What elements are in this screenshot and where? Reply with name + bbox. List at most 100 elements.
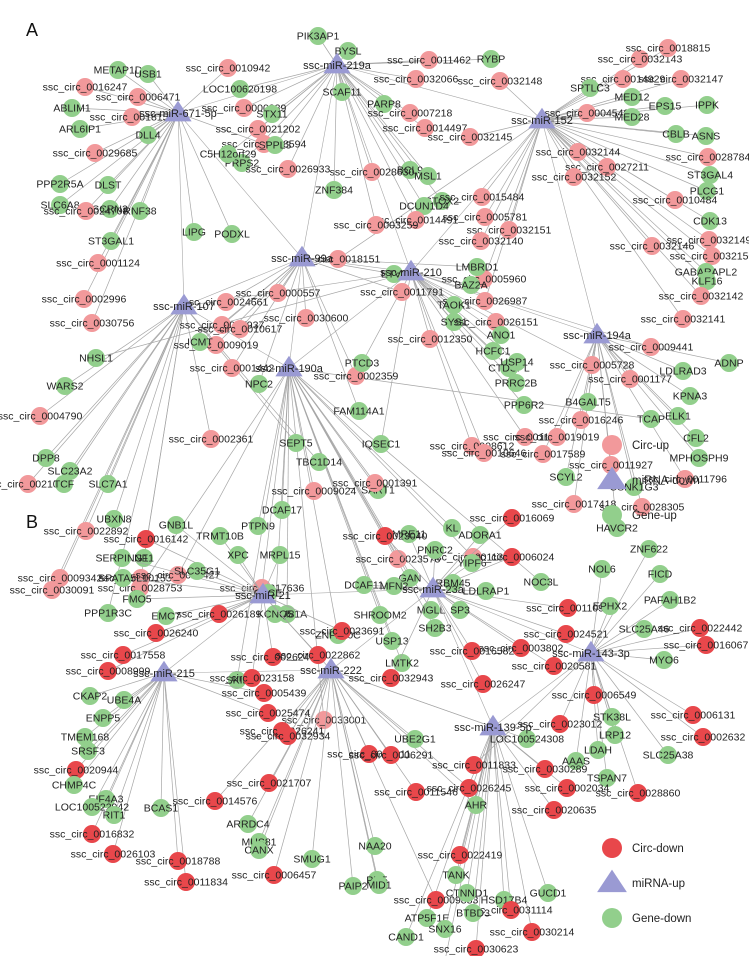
gene-node[interactable]: BTBD3 xyxy=(456,904,490,922)
circ-node[interactable]: ssc_circ_0026933 xyxy=(246,160,331,178)
circ-node[interactable]: ssc_circ_0014491 xyxy=(374,211,459,229)
circ-node[interactable]: ssc_circ_0010617 xyxy=(198,320,283,338)
gene-node[interactable]: TRMT10B xyxy=(196,527,244,545)
mirna-hub[interactable]: ssc-miR-671-5p xyxy=(139,100,217,122)
circ-node[interactable]: ssc_circ_0030756 xyxy=(50,314,135,332)
gene-node[interactable]: MID1 xyxy=(366,876,392,894)
circ-node[interactable]: ssc_circ_0007218 xyxy=(368,104,453,122)
gene-node[interactable]: PPP6R2 xyxy=(504,396,544,414)
gene-node[interactable]: PTCD3 xyxy=(345,354,380,372)
circ-node[interactable]: ssc_circ_0014497 xyxy=(383,119,468,137)
gene-node[interactable]: WARS2 xyxy=(47,377,84,395)
gene-node[interactable]: PAFAH1B2 xyxy=(644,591,696,609)
gene-node[interactable]: USB1 xyxy=(134,65,162,83)
circ-node[interactable]: ssc_circ_0011834 xyxy=(144,873,228,891)
circ-node[interactable]: ssc_circ_0018815 xyxy=(626,39,711,57)
gene-node[interactable]: SH2B3 xyxy=(418,619,452,637)
gene-node[interactable]: STOX2 xyxy=(425,192,459,210)
gene-node[interactable]: ABLIM1 xyxy=(53,99,91,117)
gene-node[interactable]: GAN xyxy=(399,569,422,587)
circ-node[interactable]: ssc_circ_0021086 xyxy=(0,475,70,493)
gene-node[interactable]: GUCD1 xyxy=(530,884,567,902)
gene-node[interactable]: NAA20 xyxy=(358,837,392,855)
circ-node[interactable]: ssc_circ_0016246 xyxy=(539,411,624,429)
circ-node[interactable]: ssc_circ_0032150 xyxy=(670,247,749,265)
gene-node[interactable]: BCL9 xyxy=(397,161,423,179)
gene-node[interactable]: KPNA3 xyxy=(673,387,708,405)
circ-node[interactable]: ssc_circ_0019019 xyxy=(515,428,600,446)
circ-node[interactable]: ssc_circ_0001442 xyxy=(190,359,275,377)
gene-node[interactable]: C5H12orf29 xyxy=(200,145,257,163)
circ-node[interactable]: ssc_circ_0006291 xyxy=(349,746,434,764)
gene-node[interactable]: UBXN8 xyxy=(96,510,132,528)
mirna-hub[interactable]: ssc-miR-107 xyxy=(153,293,215,315)
gene-node[interactable]: BCAS1 xyxy=(144,799,179,817)
circ-node[interactable]: ssc_circ_0020944 xyxy=(34,761,119,779)
gene-node[interactable]: LDAH xyxy=(584,741,612,759)
circ-node[interactable]: ssc_circ_0002996 xyxy=(42,290,127,308)
circ-node[interactable]: ssc_circ_0032140 xyxy=(439,232,524,250)
gene-node[interactable]: SCYL2 xyxy=(549,468,583,486)
gene-node[interactable]: ELK1 xyxy=(665,407,691,425)
mirna-hub[interactable]: ssc-miR-219a xyxy=(303,52,372,74)
circ-node[interactable]: ssc_circ_0021707 xyxy=(227,774,312,792)
circ-node[interactable]: ssc_circ_0017418 xyxy=(532,495,617,513)
gene-node[interactable]: LDLRAP1 xyxy=(463,582,510,600)
mirna-hub[interactable]: ssc-miR-215 xyxy=(133,660,195,682)
circ-node[interactable]: ssc_circ_0016142 xyxy=(104,530,189,548)
gene-node[interactable]: FICD xyxy=(648,565,673,583)
gene-node[interactable]: SPPL3 xyxy=(259,136,292,154)
circ-node[interactable]: ssc_circ_0024521 xyxy=(524,625,609,643)
circ-node[interactable]: ssc_circ_0010942 xyxy=(186,59,271,77)
gene-node[interactable]: MED28 xyxy=(614,108,650,126)
circ-node[interactable]: ssc_circ_0005781 xyxy=(443,208,528,226)
gene-node[interactable]: KLF16 xyxy=(692,272,723,290)
circ-node[interactable]: ssc_circ_0022419 xyxy=(418,846,503,864)
circ-node[interactable]: ssc_circ_0028860 xyxy=(596,784,681,802)
circ-node[interactable]: ssc_circ_0033001 xyxy=(282,711,367,729)
circ-node[interactable]: ssc_circ_0023040 xyxy=(343,527,428,545)
circ-node[interactable]: ssc_circ_0006024 xyxy=(470,548,555,566)
gene-node[interactable]: PIK3AP1 xyxy=(297,27,340,45)
circ-node[interactable]: ssc_circ_0014929 xyxy=(581,70,666,88)
circ-node[interactable]: ssc_circ_0032147 xyxy=(639,70,724,88)
circ-node[interactable]: ssc_circ_0002361 xyxy=(169,430,254,448)
gene-node[interactable]: HCFC1 xyxy=(475,342,511,360)
gene-node[interactable]: PNRC2 xyxy=(417,541,453,559)
circ-node[interactable]: ssc_circ_0018151 xyxy=(296,250,381,268)
gene-node[interactable]: MGLL xyxy=(417,601,446,619)
circ-node[interactable]: ssc_circ_0032142 xyxy=(659,287,744,305)
circ-node[interactable]: ssc_circ_0030623 xyxy=(434,940,519,956)
gene-node[interactable]: ZNF622 xyxy=(630,540,668,558)
gene-node[interactable]: LRP12 xyxy=(599,726,631,744)
circ-node[interactable]: ssc_circ_0015484 xyxy=(440,188,525,206)
gene-node[interactable]: GNB1L xyxy=(159,516,194,534)
circ-node[interactable]: ssc_circ_0009024 xyxy=(272,482,357,500)
circ-node[interactable]: ssc_circ_0026103 xyxy=(71,845,156,863)
gene-node[interactable]: ST3GAL4 xyxy=(687,166,733,184)
gene-node[interactable]: ETV3 xyxy=(381,265,407,283)
circ-node[interactable]: ssc_circ_0029685 xyxy=(53,144,138,162)
gene-node[interactable]: SLC23A2 xyxy=(48,462,93,480)
gene-node[interactable]: SERPING1 xyxy=(95,549,149,567)
circ-node[interactable]: ssc_circ_0031114 xyxy=(469,901,553,919)
gene-node[interactable]: UBE2G1 xyxy=(394,730,436,748)
gene-node[interactable]: ZNF384 xyxy=(315,181,353,199)
circ-node[interactable]: ssc_circ_0000557 xyxy=(236,284,321,302)
circ-node[interactable]: ssc_circ_0001124 xyxy=(56,254,140,272)
gene-node[interactable]: SLC7A1 xyxy=(88,475,128,493)
circ-node[interactable]: ssc_circ_0026189 xyxy=(177,605,262,623)
circ-node[interactable]: ssc_circ_0006457 xyxy=(232,866,317,884)
circ-node[interactable]: ssc_circ_0028784 xyxy=(666,148,749,166)
circ-node[interactable]: ssc_circ_0026244 xyxy=(231,648,316,666)
mirna-hub[interactable]: ssc-miR-21 xyxy=(235,582,291,604)
circ-node[interactable]: ssc_circ_0018152 xyxy=(90,108,175,126)
gene-node[interactable]: SP3 xyxy=(450,601,470,619)
circ-node[interactable]: ssc_circ_0032066 xyxy=(374,70,459,88)
gene-node[interactable]: SKIL xyxy=(226,671,249,689)
gene-node[interactable]: SLC25A38 xyxy=(643,746,694,764)
circ-node[interactable]: ssc_circ_0025474 xyxy=(226,704,311,722)
gene-node[interactable]: NOC3L xyxy=(523,573,559,591)
circ-node[interactable]: ssc_circ_0032146 xyxy=(610,237,695,255)
circ-node[interactable]: ssc_circ_0003802 xyxy=(479,639,564,657)
